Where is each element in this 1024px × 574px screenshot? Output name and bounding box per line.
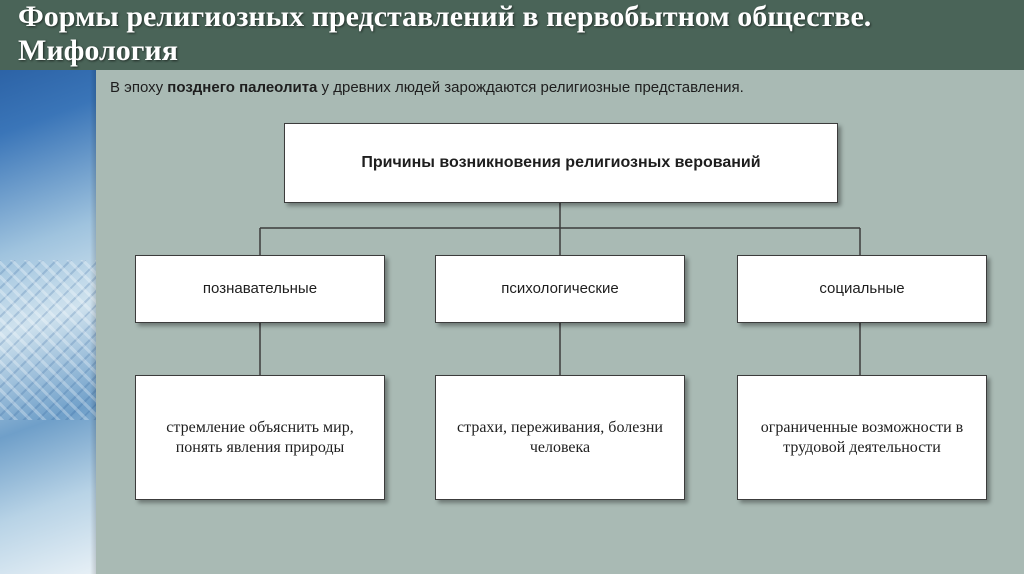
branch-label: познавательные	[202, 280, 318, 297]
root-label: Причины возникновения религиозных верова…	[361, 154, 761, 171]
detail-text: страхи, переживания, болезни человека	[457, 418, 663, 456]
detail-text: ограниченные возможности в трудовой деят…	[760, 418, 964, 456]
strip-shadow	[90, 0, 96, 574]
ornament-pattern	[0, 260, 96, 420]
intro-text: В эпоху позднего палеолита у древних люд…	[110, 78, 1010, 98]
title-bar	[0, 0, 1024, 70]
branch-label: социальные	[819, 280, 905, 297]
intro-after: у древних людей зарождаются религиозные …	[317, 79, 744, 96]
detail-box-psychological: страхи, переживания, болезни человека	[435, 375, 685, 500]
intro-before: В эпоху	[110, 79, 168, 96]
intro-bold: позднего палеолита	[167, 79, 318, 96]
branch-label: психологические	[501, 280, 619, 297]
branch-box-social: социальные	[737, 255, 987, 323]
branch-box-psychological: психологические	[435, 255, 685, 323]
detail-text: стремление объяснить мир, понять явления…	[166, 418, 354, 456]
detail-box-social: ограниченные возможности в трудовой деят…	[737, 375, 987, 500]
detail-box-cognitive: стремление объяснить мир, понять явления…	[135, 375, 385, 500]
slide-title: Формы религиозных представлений в первоб…	[18, 0, 872, 67]
root-box: Причины возникновения религиозных верова…	[284, 123, 838, 203]
decorative-left-strip	[0, 0, 96, 574]
branch-box-cognitive: познавательные	[135, 255, 385, 323]
